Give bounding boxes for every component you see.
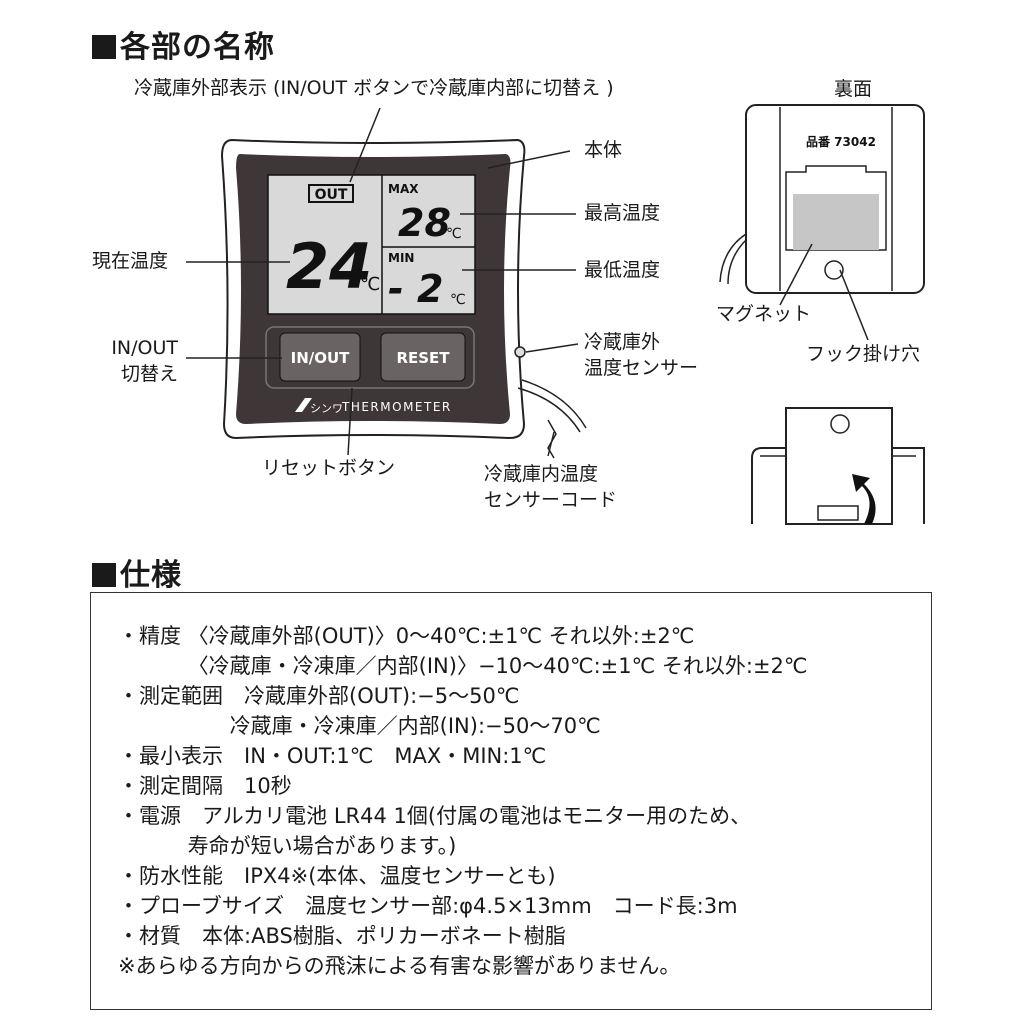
lcd-out-badge: OUT	[315, 187, 348, 203]
label-out-display: 冷蔵庫外部表示 (IN/OUT ボタンで冷蔵庫内部に切替え )	[134, 77, 614, 99]
stand-hook-hole-icon	[830, 414, 850, 434]
square-bullet-icon	[92, 35, 116, 59]
hook-hole-icon	[824, 260, 844, 280]
inout-button-label: IN/OUT	[291, 349, 351, 367]
spec-line-accuracy-in: 〈冷蔵庫・冷凍庫／内部(IN)〉−10～40℃:±1℃ それ以外:±2℃	[118, 654, 808, 678]
model-number: 品番 73042	[806, 134, 876, 149]
spec-line-waterproof: ・防水性能 IPX4※(本体、温度センサーとも)	[118, 864, 556, 888]
spec-line-power: ・電源 アルカリ電池 LR44 1個(付属の電池はモニター用のため、	[118, 804, 752, 828]
spec-line-power-note: 寿命が短い場合があります。)	[118, 834, 457, 858]
stand-tab	[817, 505, 859, 521]
label-external-sensor: 冷蔵庫外 温度センサー	[584, 331, 699, 379]
spec-line-accuracy-out: ・精度 〈冷蔵庫外部(OUT)〉0～40℃:±1℃ それ以外:±2℃	[118, 624, 695, 648]
lcd-max-unit: ℃	[446, 226, 462, 242]
spec-line-min-display: ・最小表示 IN・OUT:1℃ MAX・MIN:1℃	[118, 744, 547, 768]
stand-base	[751, 447, 925, 524]
label-min-temp: 最低温度	[584, 259, 661, 281]
label-magnet: マグネット	[716, 303, 812, 325]
label-reset-button: リセットボタン	[262, 457, 396, 479]
sensor-cord	[517, 387, 581, 433]
product-name: THERMOMETER	[341, 400, 452, 414]
spec-line-range-in: 冷蔵庫・冷凍庫／内部(IN):−50～70℃	[118, 714, 601, 738]
spec-line-probe-size: ・プローブサイズ 温度センサー部:φ4.5×13mm コード長:3m	[118, 894, 738, 918]
external-sensor-nub	[514, 346, 526, 358]
spec-line-footnote: ※あらゆる方向からの飛沫による有害な影響がありません。	[118, 954, 681, 978]
square-bullet-icon	[92, 563, 116, 587]
label-back-side: 裏面	[834, 78, 873, 100]
label-current-temp: 現在温度	[92, 250, 169, 272]
inout-device-button[interactable]	[279, 332, 361, 382]
label-max-temp: 最高温度	[584, 202, 661, 224]
lcd-max-label: MAX	[388, 182, 419, 196]
lcd-min-label: MIN	[388, 251, 414, 265]
parts-heading: 各部の名称	[92, 22, 275, 66]
back-cord	[719, 233, 747, 283]
label-hook-hole: フック掛け穴	[806, 343, 921, 365]
flip-arrow-icon	[852, 474, 876, 524]
label-body: 本体	[584, 139, 623, 161]
brand-name: シンワ	[310, 402, 343, 415]
lcd-screen	[267, 174, 476, 315]
lcd-max-temp: 28	[398, 201, 451, 245]
spec-line-material: ・材質 本体:ABS樹脂、ポリカーボネート樹脂	[118, 924, 566, 948]
lcd-min-temp: - 2	[388, 267, 443, 311]
specs-heading: 仕様	[92, 550, 182, 594]
shinwa-logo-icon	[295, 398, 312, 412]
diagram-svg: OUT MAX MIN 24 ℃ 28 ℃ - 2 ℃ IN/OUT RESET…	[186, 104, 925, 525]
label-sensor-cord: 冷蔵庫内温度 センサーコード	[484, 463, 618, 511]
lcd-min-unit: ℃	[450, 292, 466, 308]
lcd-current-temp: 24	[286, 230, 372, 303]
reset-device-button[interactable]	[380, 332, 466, 382]
spec-line-interval: ・測定間隔 10秒	[118, 774, 292, 798]
magnet-plate	[793, 194, 879, 250]
spec-line-range-out: ・測定範囲 冷蔵庫外部(OUT):−5～50℃	[118, 684, 520, 708]
label-inout-switch: IN/OUT 切替え	[111, 337, 178, 385]
reset-button-label: RESET	[396, 349, 450, 367]
spec-box	[90, 592, 932, 1010]
lcd-current-unit: ℃	[360, 274, 380, 295]
